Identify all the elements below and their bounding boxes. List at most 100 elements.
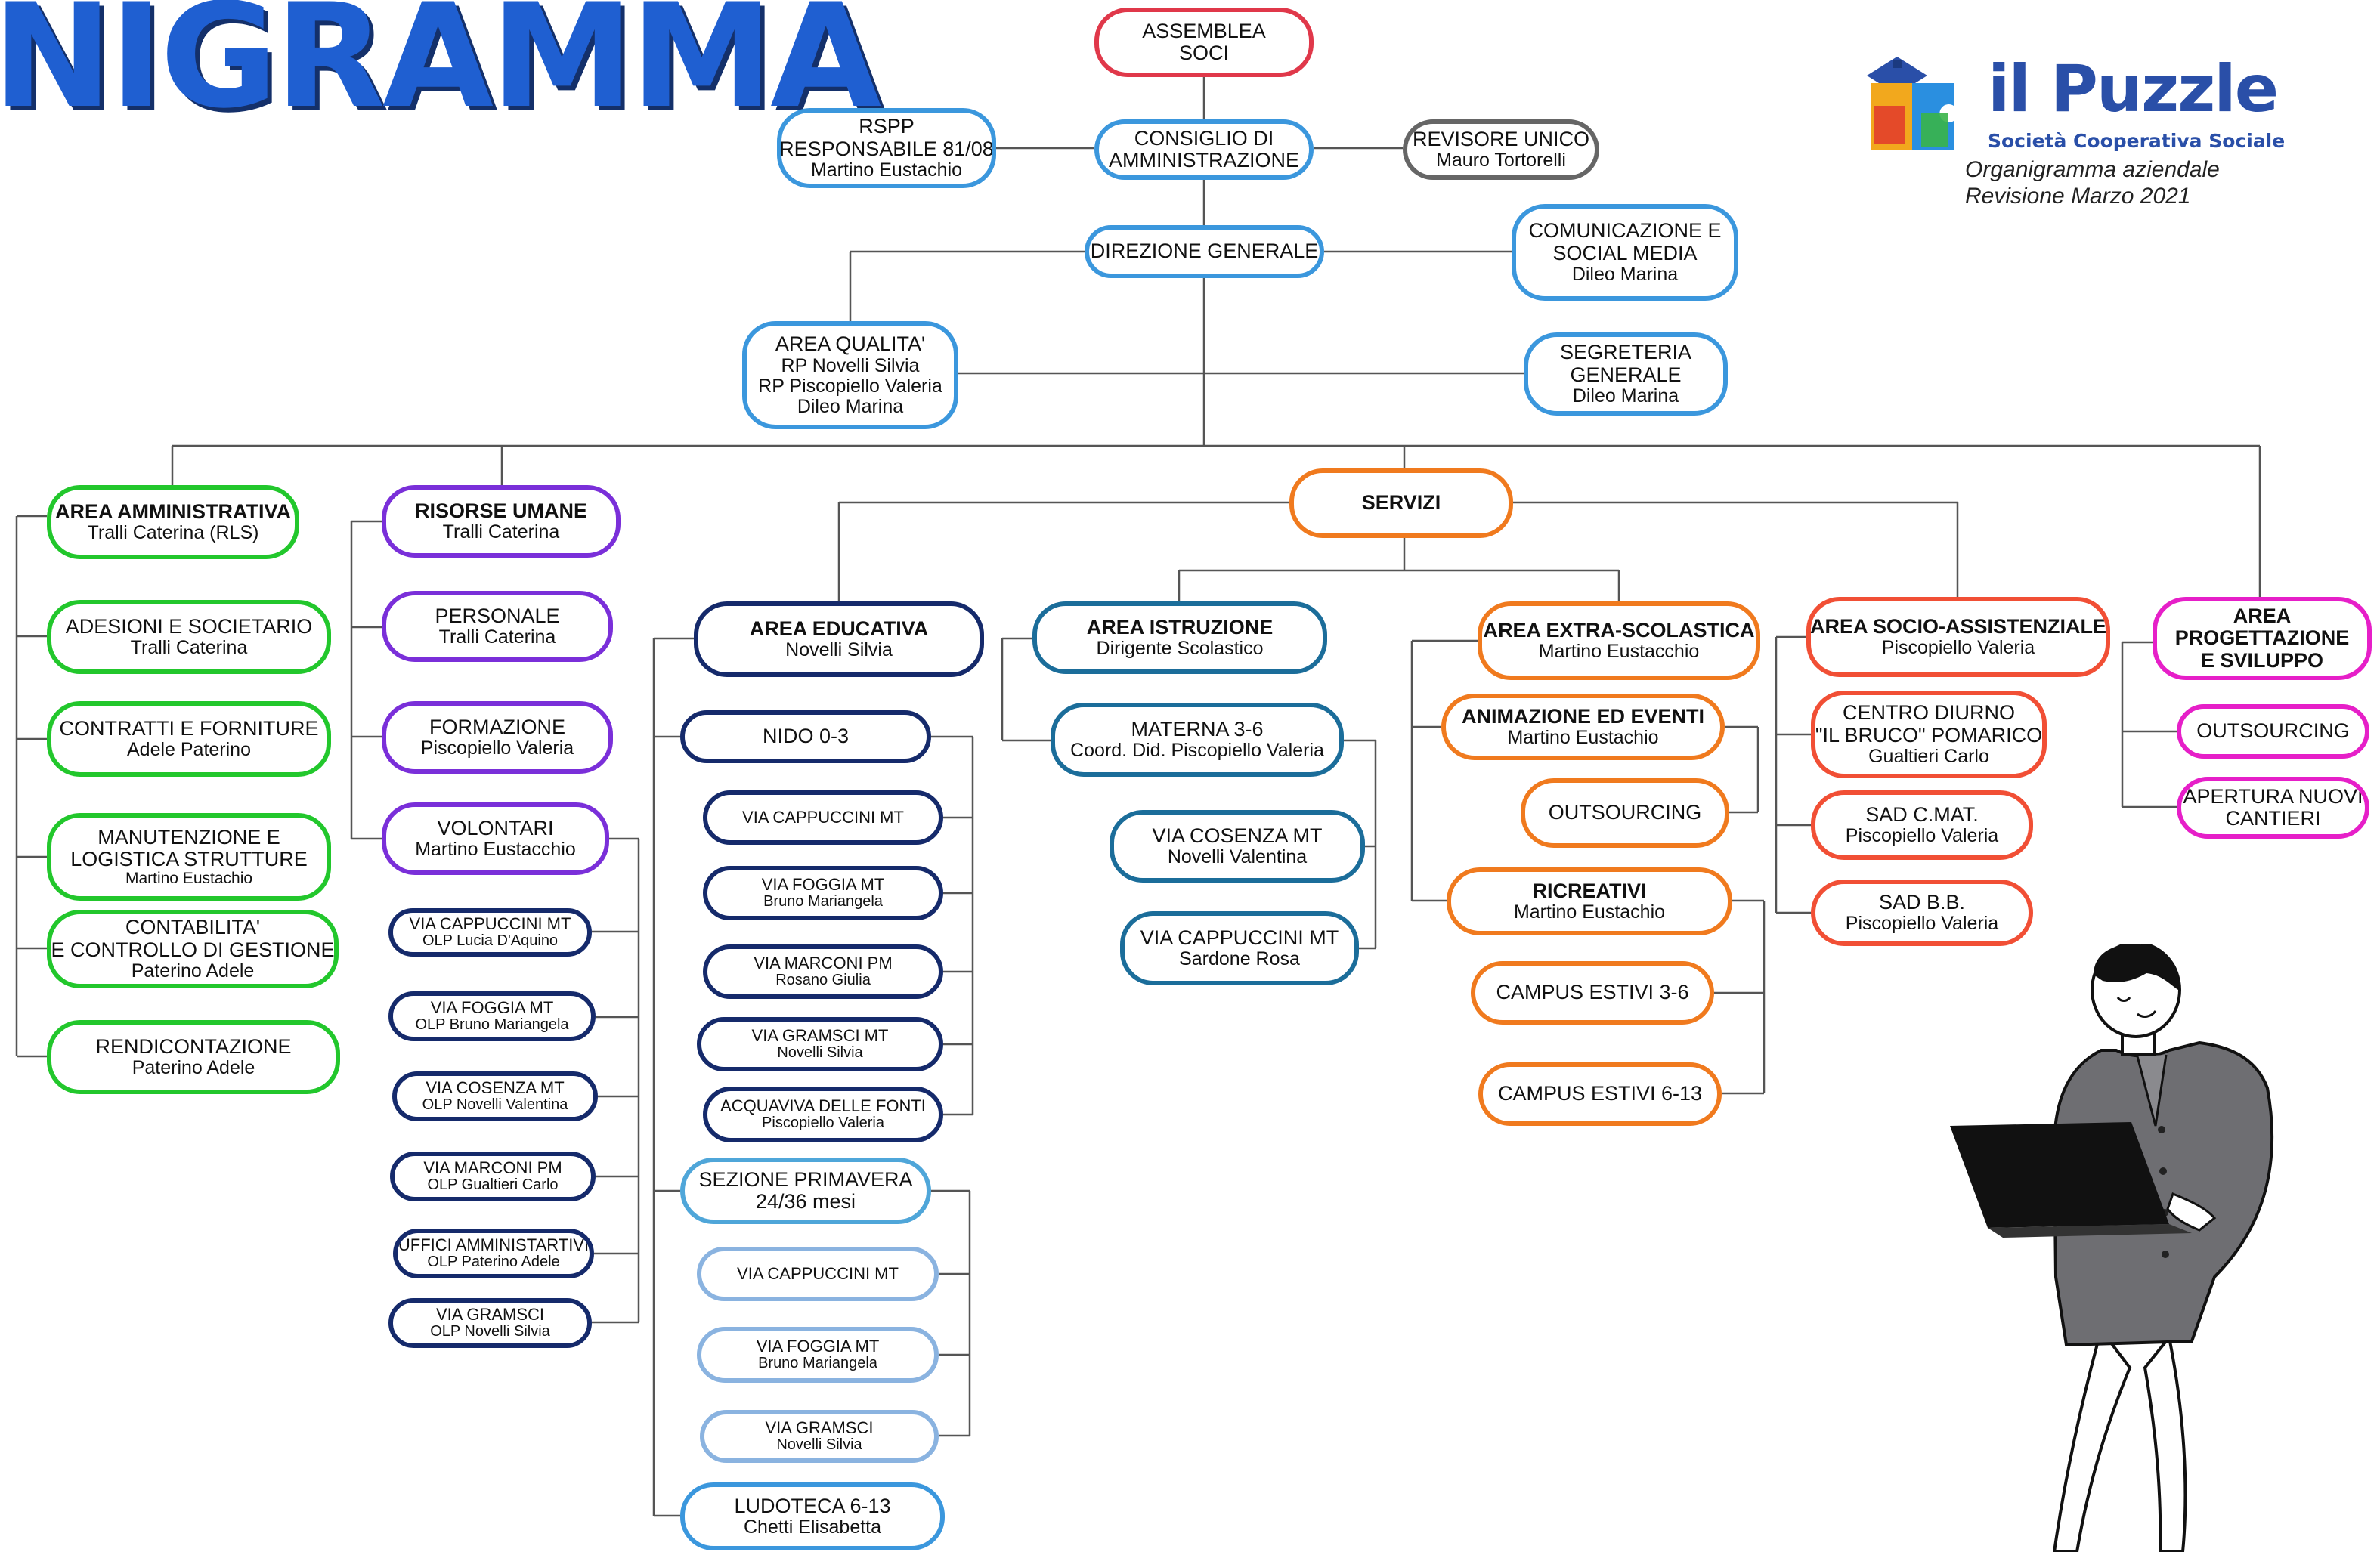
node-title: GENERALE	[1570, 363, 1682, 386]
node-area-amministrativa: AREA AMMINISTRATIVA Tralli Caterina (RLS…	[47, 485, 299, 559]
node-title: VIA FOGGIA MT	[756, 1337, 880, 1356]
node-area-qualita: AREA QUALITA' RP Novelli Silvia RP Pisco…	[742, 321, 958, 429]
node-person: Novelli Silvia	[776, 1436, 862, 1454]
node-direzione-generale: DIREZIONE GENERALE	[1085, 225, 1324, 278]
node-title: RSPP	[859, 115, 915, 138]
node-title: OUTSOURCING	[2196, 719, 2350, 743]
node-title: CONTABILITA'	[125, 916, 261, 939]
node-person: Martino Eustacchio	[1538, 641, 1700, 663]
node-person: Martino Eustachio	[810, 159, 963, 181]
node-sad-bb: SAD B.B. Piscopiello Valeria	[1811, 880, 2033, 946]
node-title: VIA COSENZA MT	[426, 1078, 565, 1098]
node-progettazione-outsourcing: OUTSOURCING	[2177, 704, 2369, 759]
node-volontari: VOLONTARI Martino Eustacchio	[382, 802, 609, 875]
node-person: Bruno Mariangela	[763, 893, 883, 910]
node-title: DIREZIONE GENERALE	[1090, 240, 1319, 263]
node-person: Piscopiello Valeria	[762, 1115, 884, 1132]
node-manutenzione-logistica: MANUTENZIONE E LOGISTICA STRUTTURE Marti…	[47, 813, 331, 901]
node-segreteria-generale: SEGRETERIA GENERALE Dileo Marina	[1524, 332, 1728, 416]
node-title: CONTRATTI E FORNITURE	[59, 716, 319, 740]
node-title: E SVILUPPO	[2200, 648, 2324, 672]
node-title: CAMPUS ESTIVI 3-6	[1496, 981, 1689, 1004]
node-contratti-forniture: CONTRATTI E FORNITURE Adele Paterino	[47, 701, 331, 777]
node-person: Chetti Elisabetta	[743, 1516, 882, 1538]
node-person: OLP Paterino Adele	[427, 1254, 560, 1271]
node-title: SOCI	[1178, 42, 1229, 64]
node-title: VIA FOGGIA MT	[430, 998, 554, 1018]
node-title: COMUNICAZIONE E	[1528, 219, 1722, 243]
node-sad-cmat: SAD C.MAT. Piscopiello Valeria	[1811, 790, 2033, 860]
node-person: Bruno Mariangela	[758, 1355, 877, 1372]
node-apertura-nuovi-cantieri: APERTURA NUOVI CANTIERI	[2177, 777, 2369, 839]
node-volontari-via-marconi: VIA MARCONI PM OLP Gualtieri Carlo	[390, 1152, 596, 1201]
node-title: VOLONTARI	[437, 816, 554, 839]
node-area-progettazione: AREA PROGETTAZIONE E SVILUPPO	[2153, 597, 2372, 680]
node-risorse-umane: RISORSE UMANE Tralli Caterina	[382, 485, 621, 558]
node-volontari-via-foggia: VIA FOGGIA MT OLP Bruno Mariangela	[388, 991, 596, 1041]
node-nido-via-foggia: VIA FOGGIA MT Bruno Mariangela	[703, 866, 943, 920]
node-person: Piscopiello Valeria	[420, 737, 574, 759]
node-sezione-primavera: SEZIONE PRIMAVERA 24/36 mesi	[680, 1158, 931, 1224]
node-person: Martino Eustachio	[1513, 901, 1666, 923]
node-title: LUDOTECA 6-13	[734, 1494, 891, 1517]
node-comunicazione: COMUNICAZIONE E SOCIAL MEDIA Dileo Marin…	[1512, 204, 1738, 301]
node-adesioni-societario: ADESIONI E SOCIETARIO Tralli Caterina	[47, 600, 331, 674]
node-title: PERSONALE	[435, 604, 560, 627]
node-person: Tralli Caterina	[130, 637, 248, 659]
node-volontari-via-gramsci: VIA GRAMSCI OLP Novelli Silvia	[388, 1298, 592, 1348]
node-person: Rosano Giulia	[775, 972, 871, 989]
node-nido-via-marconi: VIA MARCONI PM Rosano Giulia	[703, 944, 943, 999]
node-person: OLP Lucia D'Aquino	[422, 932, 559, 950]
node-area-socio-assistenziale: AREA SOCIO-ASSISTENZIALE Piscopiello Val…	[1806, 597, 2110, 677]
node-title: MATERNA 3-6	[1131, 717, 1264, 740]
node-person: Paterino Adele	[131, 960, 255, 982]
node-person: Dirigente Scolastico	[1096, 638, 1264, 660]
node-title: AMMINISTRAZIONE	[1108, 149, 1299, 172]
node-assemblea-soci: ASSEMBLEA SOCI	[1094, 8, 1314, 77]
node-title: SOCIAL MEDIA	[1552, 241, 1698, 264]
logo-name: il Puzzle	[1988, 51, 2279, 127]
node-title: RISORSE UMANE	[414, 499, 588, 522]
node-title: CENTRO DIURNO	[1843, 701, 2015, 725]
node-title: VIA GRAMSCI	[435, 1305, 545, 1325]
page-title: NIGRAMMA	[0, 0, 881, 140]
node-title: LOGISTICA STRUTTURE	[70, 847, 308, 870]
node-title: AREA EXTRA-SCOLASTICA	[1483, 618, 1755, 642]
node-title: ASSEMBLEA	[1142, 19, 1266, 42]
node-title: APERTURA NUOVI	[2183, 784, 2363, 808]
node-title: SAD C.MAT.	[1865, 802, 1979, 826]
node-personale: PERSONALE Tralli Caterina	[382, 591, 613, 662]
node-person: Martino Eustachio	[125, 869, 253, 887]
company-logo: il Puzzle Società Cooperativa Sociale Or…	[1859, 23, 2285, 219]
node-area-educativa: AREA EDUCATIVA Novelli Silvia	[694, 601, 984, 677]
node-title: VIA FOGGIA MT	[761, 875, 885, 895]
node-title: RESPONSABILE 81/08	[779, 137, 994, 160]
node-title: MANUTENZIONE E	[97, 825, 280, 849]
node-volontari-via-cappuccini: VIA CAPPUCCINI MT OLP Lucia D'Aquino	[388, 908, 592, 957]
node-area-extra-scolastica: AREA EXTRA-SCOLASTICA Martino Eustacchio	[1478, 601, 1760, 680]
node-ricreativi: RICREATIVI Martino Eustachio	[1447, 867, 1732, 935]
node-consiglio-amministrazione: CONSIGLIO DI AMMINISTRAZIONE	[1094, 119, 1314, 180]
node-title: VIA GRAMSCI	[765, 1418, 874, 1438]
node-title: ADESIONI E SOCIETARIO	[65, 614, 313, 638]
node-volontari-via-cosenza: VIA COSENZA MT OLP Novelli Valentina	[392, 1071, 598, 1121]
node-revisore-unico: REVISORE UNICO Mauro Tortorelli	[1403, 119, 1599, 180]
node-istruzione-via-cosenza: VIA COSENZA MT Novelli Valentina	[1110, 810, 1365, 883]
node-person: OLP Novelli Valentina	[422, 1096, 568, 1114]
node-person: RP Piscopiello Valeria	[758, 375, 942, 397]
node-title: PROGETTAZIONE	[2174, 626, 2350, 650]
node-person: Paterino Adele	[132, 1057, 255, 1079]
node-contabilita: CONTABILITA' E CONTROLLO DI GESTIONE Pat…	[47, 910, 339, 988]
node-person: OLP Bruno Mariangela	[415, 1016, 569, 1034]
node-ludoteca: LUDOTECA 6-13 Chetti Elisabetta	[680, 1482, 945, 1550]
node-centro-diurno: CENTRO DIURNO "IL BRUCO" POMARICO Gualti…	[1811, 691, 2047, 778]
node-title: CONSIGLIO DI	[1134, 126, 1274, 150]
node-title: RICREATIVI	[1532, 879, 1647, 902]
node-title: SEGRETERIA	[1559, 341, 1692, 364]
node-nido-via-gramsci: VIA GRAMSCI MT Novelli Silvia	[697, 1017, 943, 1071]
node-animazione-eventi: ANIMAZIONE ED EVENTI Martino Eustachio	[1441, 694, 1725, 760]
node-person: Gualtieri Carlo	[1868, 745, 1989, 767]
puzzle-logo-icon	[1867, 57, 1954, 150]
node-materna: MATERNA 3-6 Coord. Did. Piscopiello Vale…	[1051, 703, 1344, 777]
node-nido-via-cappuccini: VIA CAPPUCCINI MT	[703, 790, 943, 845]
